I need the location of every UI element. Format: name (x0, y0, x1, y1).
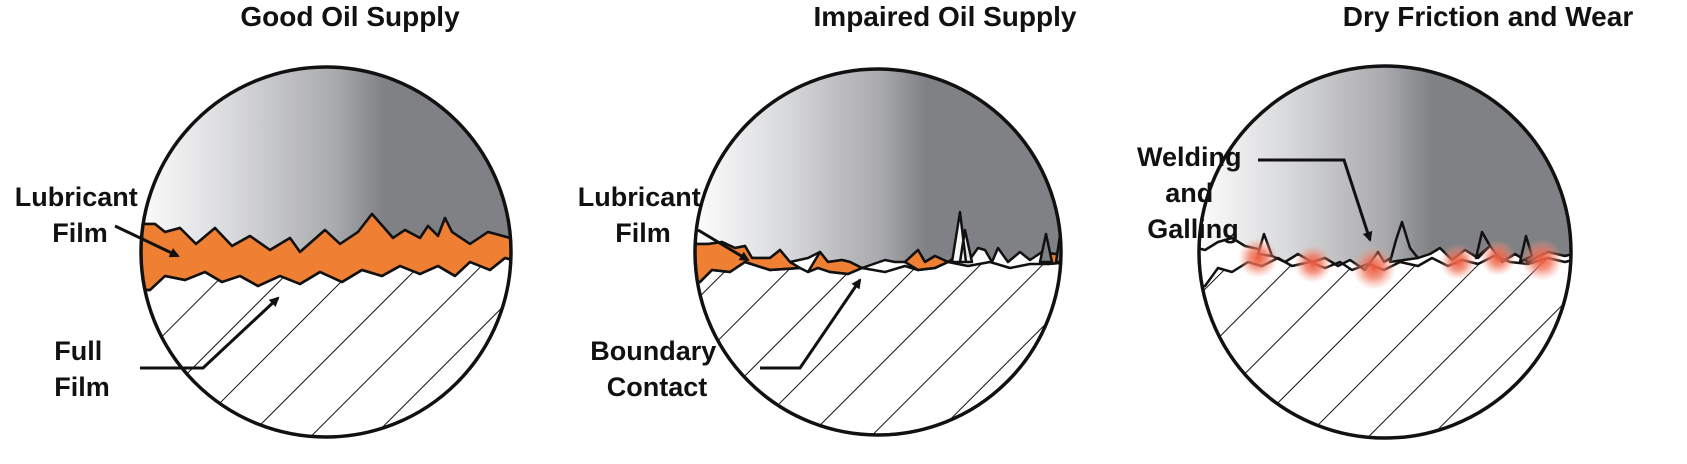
callout-full-film: Full Film (54, 336, 110, 402)
panel-title: Good Oil Supply (240, 1, 460, 32)
lower-surface (141, 256, 511, 437)
panel-impaired-oil-supply: Impaired Oil Supply Lubricant Film Bound… (578, 1, 1077, 437)
upper-surface (695, 69, 1061, 268)
panel-good-oil-supply: Good Oil Supply Lubricant Film Full Film (15, 1, 513, 439)
panel-dry-friction-and-wear: Dry Friction and Wear Welding and Gallin… (1137, 1, 1634, 440)
asperities (1256, 220, 1534, 264)
lower-surface (1199, 254, 1571, 438)
callout-lubricant-film: Lubricant Film (15, 182, 146, 248)
boundary-contact-arrow (760, 278, 862, 370)
callout-lubricant-film: Lubricant Film (578, 182, 709, 248)
lubricant-film-arrow (114, 224, 180, 258)
magnifier-circle (693, 67, 1063, 437)
lubricant-film-arrow (697, 228, 750, 262)
welding-arrow (1258, 158, 1373, 242)
asperities (950, 210, 1061, 264)
callout-welding-and-galling: Welding and Galling (1137, 142, 1249, 244)
panel-title: Dry Friction and Wear (1343, 1, 1634, 32)
welding-hot-spots (1238, 238, 1563, 290)
full-film-arrow (140, 296, 280, 370)
callout-boundary-contact: Boundary Contact (590, 336, 724, 402)
magnifier-circle (1197, 64, 1573, 440)
magnifier-circle (139, 65, 513, 439)
panel-title: Impaired Oil Supply (814, 1, 1077, 32)
upper-surface (1199, 66, 1571, 272)
